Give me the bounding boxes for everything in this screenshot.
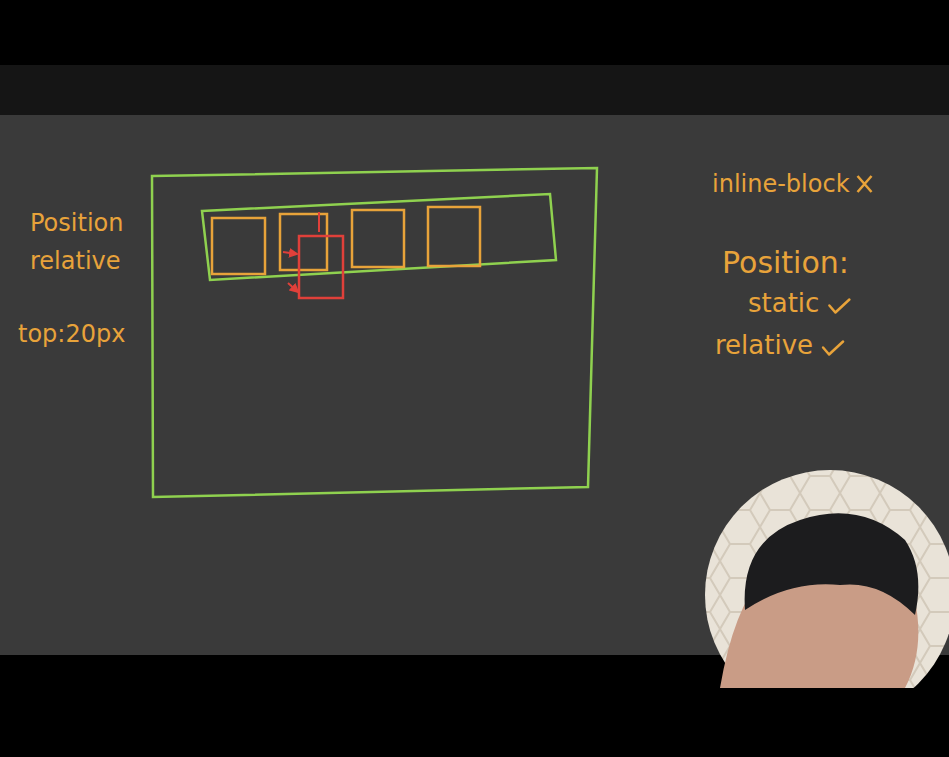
top-band <box>0 65 949 115</box>
webcam-overlay <box>705 470 949 688</box>
heading-note: Position: <box>722 240 849 285</box>
offset-arrow <box>288 283 298 292</box>
option-note: relative <box>715 326 813 365</box>
check-mark <box>823 342 843 355</box>
cross-mark <box>858 176 872 192</box>
check-mark <box>829 300 849 313</box>
inline-box <box>352 210 404 267</box>
shifted-box <box>299 236 343 298</box>
offset-arrow <box>283 252 297 254</box>
offset-note: top:20px <box>18 316 125 352</box>
inline-box <box>212 218 265 274</box>
display-note: inline-block <box>712 166 850 202</box>
property-note: Position relative <box>30 204 148 281</box>
inline-box <box>428 207 480 266</box>
outer-container <box>152 168 597 497</box>
inner-container <box>202 194 556 280</box>
option-note: static <box>748 284 819 323</box>
offset-line <box>318 212 320 232</box>
